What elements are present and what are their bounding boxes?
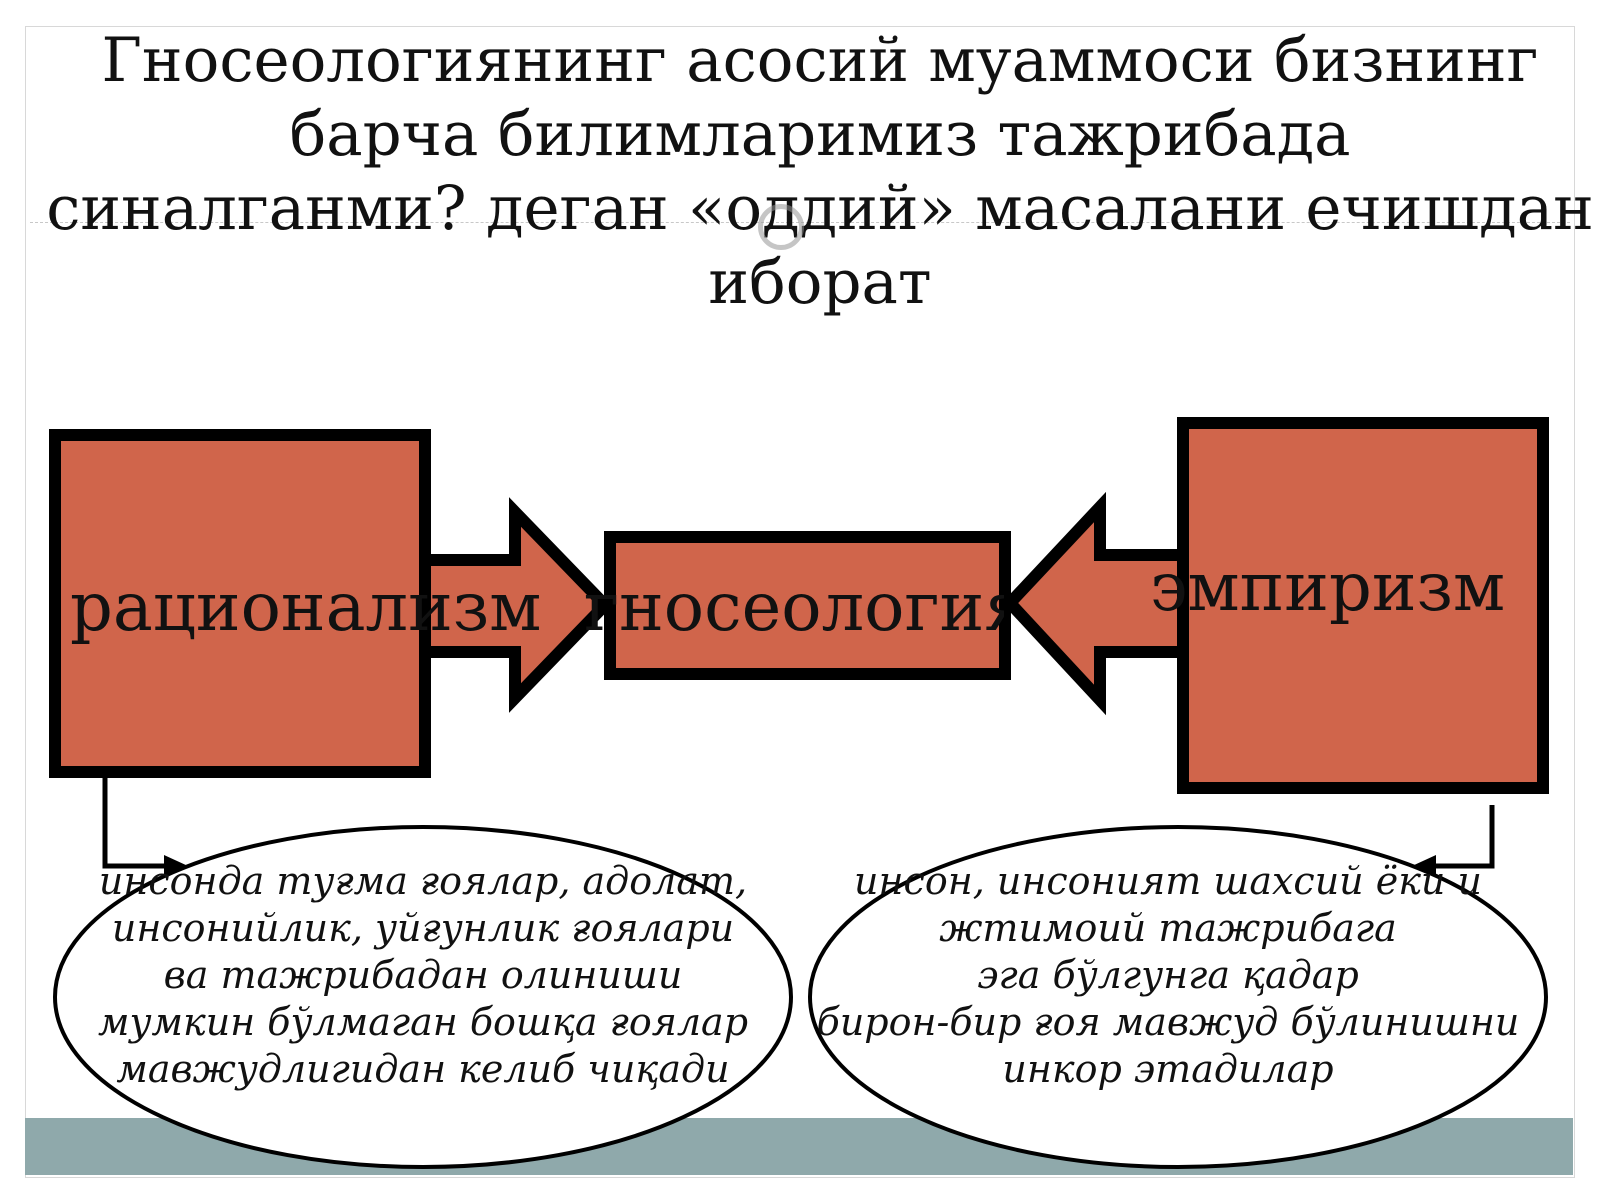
gnoseology-label: гносеология	[584, 568, 1004, 646]
left-arrow-empiricism-to-gnoseology	[1001, 491, 1196, 716]
left-connector-line	[102, 768, 170, 869]
rationalism-description: инсонда туғма ғоялар, адолат, инсонийлик…	[58, 858, 788, 1093]
right-arrow-rationalism-to-gnoseology	[414, 497, 614, 713]
empiricism-description: инсон, инсоният шахсий ёки и жтимоий таж…	[808, 858, 1528, 1093]
title-line-1: Гносеологиянинг асосий муаммоси бизнинг	[101, 25, 1539, 96]
rationalism-description-line: инсонийлик, уйғунлик ғоялари	[111, 906, 735, 950]
empiricism-description-line: инкор этадилар	[1002, 1047, 1334, 1091]
empiricism-box	[1177, 417, 1549, 794]
title-line-3: синалганми? деган «оддий» масалани ечишд…	[46, 173, 1594, 244]
rationalism-ellipse	[53, 825, 793, 1169]
rationalism-description-line: мумкин бўлмаган бошқа ғоялар	[97, 1000, 749, 1044]
rationalism-description-line: инсонда туғма ғоялар, адолат,	[98, 859, 748, 903]
empiricism-description-line: жтимоий тажрибага	[939, 906, 1397, 950]
right-connector-line	[1430, 805, 1495, 869]
title-line-2: барча билимларимиз тажрибада	[289, 99, 1351, 170]
mouse-pointer-ring	[758, 204, 804, 250]
slide-title: Гносеологиянинг асосий муаммоси бизнинг …	[30, 24, 1600, 320]
gnoseology-box	[604, 531, 1011, 680]
empiricism-description-line: эга бўлгунга қадар	[977, 953, 1359, 997]
title-line-4: иборат	[708, 247, 932, 318]
rationalism-description-line: ва тажрибадан олиниши	[163, 953, 683, 997]
empiricism-label: эмпиризм	[1150, 548, 1506, 626]
empiricism-description-line: бирон-бир ғоя мавжуд бўлинишни	[816, 1000, 1520, 1044]
empiricism-description-line: инсон, инсоният шахсий ёки и	[854, 859, 1482, 903]
rationalism-label: рационализм	[70, 568, 542, 646]
rationalism-box	[49, 429, 431, 778]
rationalism-description-line: мавжудлигидан келиб чиқади	[116, 1047, 730, 1091]
empiricism-ellipse	[808, 825, 1548, 1169]
